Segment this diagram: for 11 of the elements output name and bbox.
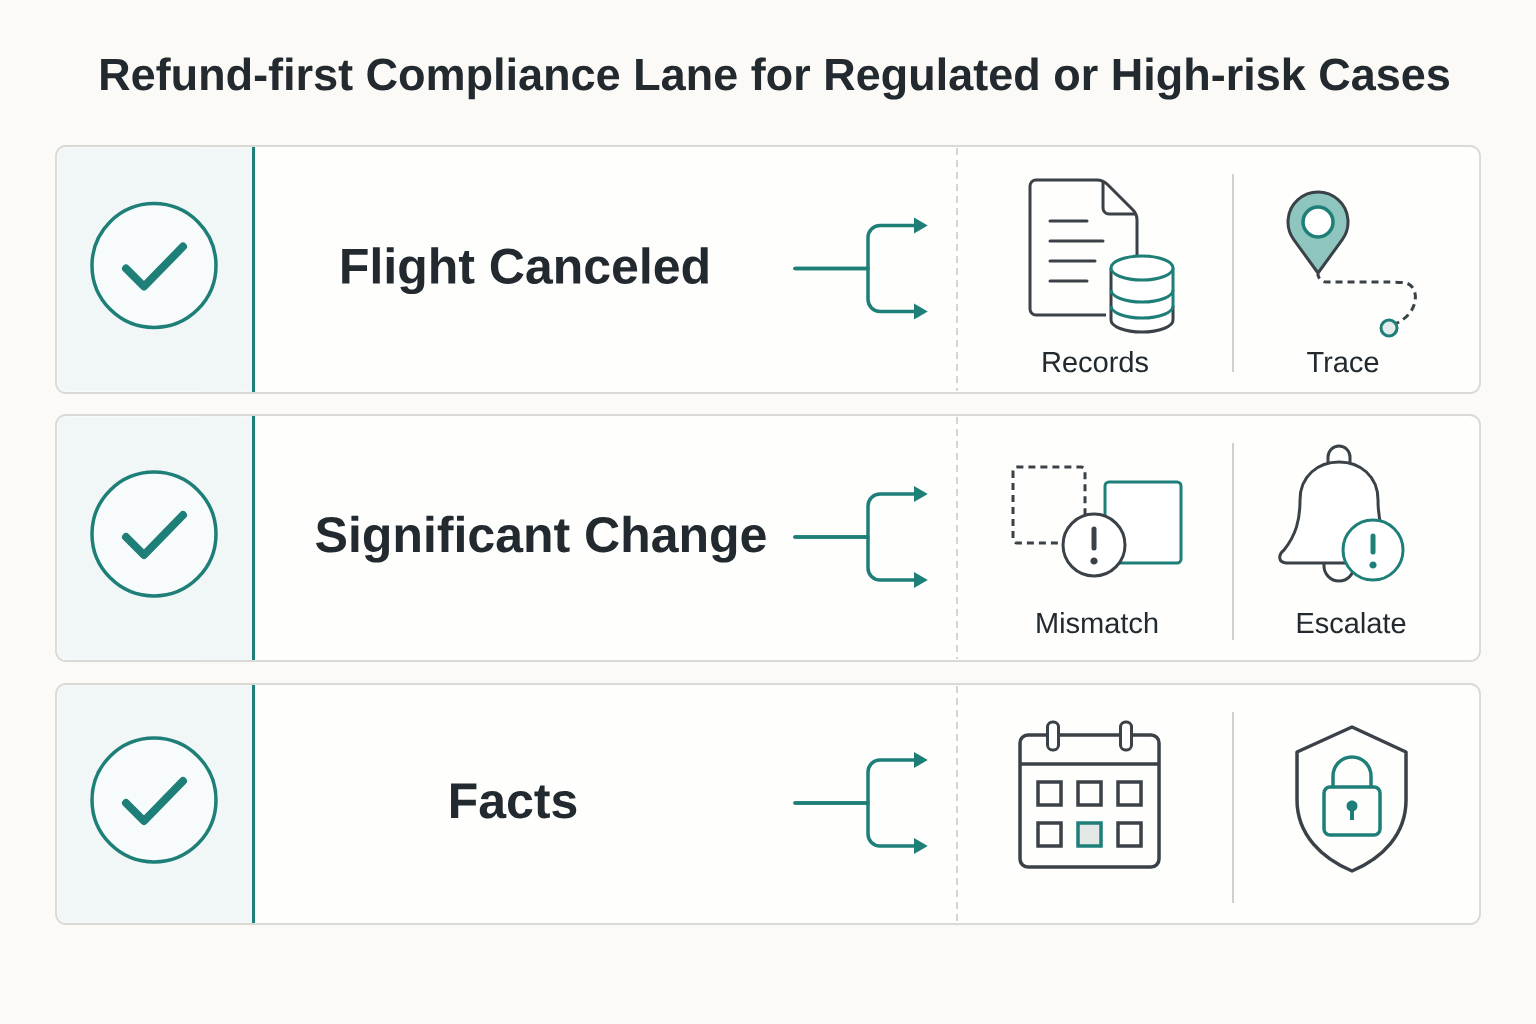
row-heading: Facts — [451, 783, 577, 819]
row-heading: Flight Canceled — [342, 247, 708, 295]
row-card — [55, 145, 1481, 394]
row-card — [55, 414, 1481, 662]
icon-label: Escalate — [1297, 612, 1406, 634]
icon-label: Records — [1043, 351, 1148, 373]
row-heading: Significant Change — [316, 515, 766, 563]
icon-label: Trace — [1307, 352, 1379, 373]
diagram-title: Refund-first Compliance Lane for Regulated or High-risk Cases — [101, 57, 1449, 100]
row-card — [55, 683, 1481, 925]
icon-label: Mismatch — [1037, 612, 1158, 634]
